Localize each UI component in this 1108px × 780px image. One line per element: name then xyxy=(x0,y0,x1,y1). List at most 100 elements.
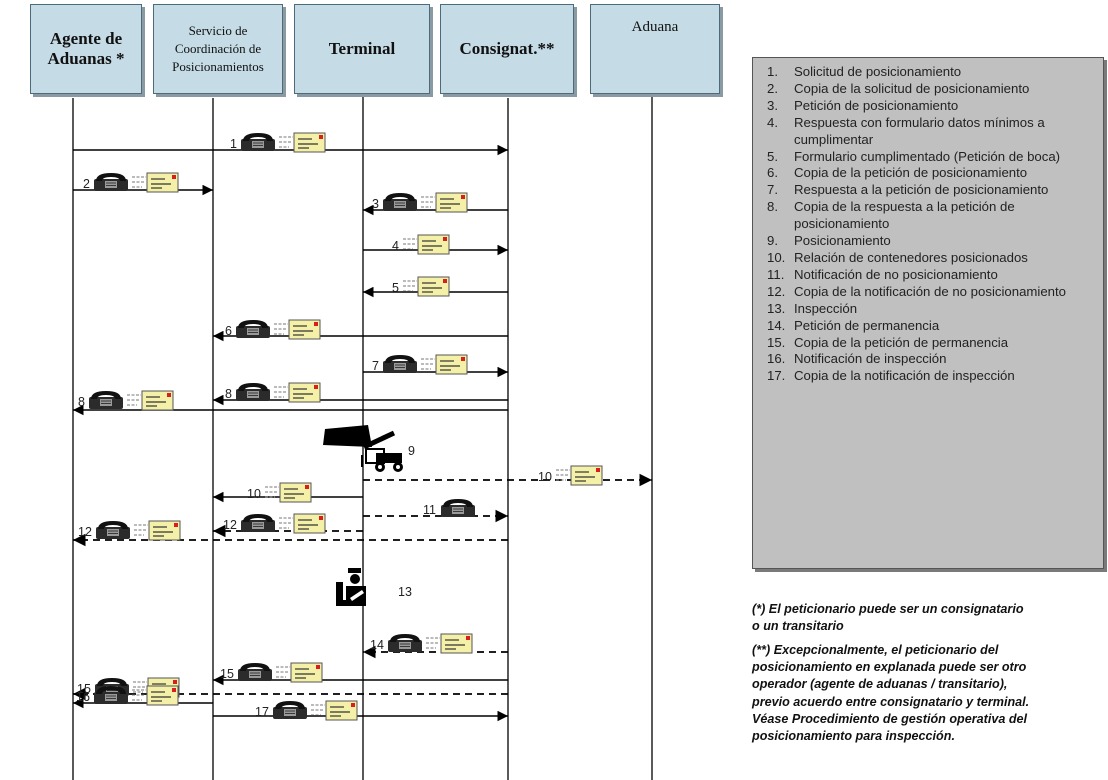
document-icon xyxy=(421,192,468,213)
legend-item: 9.Posicionamiento xyxy=(767,233,1103,250)
legend-item-text: Respuesta a la petición de posicionamien… xyxy=(794,182,1049,198)
legend-item-text: Copia de la notificación de no posiciona… xyxy=(794,283,1066,299)
inspection-icon xyxy=(336,568,366,606)
legend-item-number: 15. xyxy=(767,334,786,350)
legend-item-number: 9. xyxy=(767,233,778,249)
legend-item-text: Copia de la solicitud de posicionamiento xyxy=(794,80,1030,96)
step-number: 16 xyxy=(76,690,90,704)
document-icon xyxy=(556,465,603,486)
step-number: 8 xyxy=(78,395,85,409)
legend-item: 1. Solicitud de posicionamiento xyxy=(767,64,1103,81)
legend-item-text: Copia de la respuesta a la petición de p… xyxy=(794,199,1015,232)
legend-item-text: Petición de permanencia xyxy=(794,317,940,333)
legend-item-number: 13. xyxy=(767,300,786,316)
legend-item: 8.Copia de la respuesta a la petición de… xyxy=(767,199,1103,233)
document-icon xyxy=(403,276,450,297)
step-number: 5 xyxy=(392,281,399,295)
document-icon xyxy=(279,132,326,153)
step-number: 12 xyxy=(223,518,237,532)
legend-list: 1. Solicitud de posicionamiento 2.Copia de… xyxy=(767,64,1103,385)
telephone-icon xyxy=(383,355,417,373)
legend-item: 4.Respuesta con formulario datos mínimos… xyxy=(767,115,1103,149)
legend-item-number: 6. xyxy=(767,165,778,181)
note-1-text: (*) El peticionario puede ser un consign… xyxy=(752,602,1024,634)
step-number: 7 xyxy=(372,359,379,373)
telephone-icon xyxy=(236,320,270,338)
step-number: 14 xyxy=(370,638,384,652)
legend-item-number: 5. xyxy=(767,148,778,164)
legend-item: 15.Copia de la petición de permanencia xyxy=(767,335,1103,352)
legend-item-text: Inspección xyxy=(794,300,858,316)
step-number: 3 xyxy=(372,197,379,211)
step-number: 15 xyxy=(77,682,91,696)
step-number: 17 xyxy=(255,705,269,719)
step-number: 15 xyxy=(220,667,234,681)
step-number: 8 xyxy=(225,387,232,401)
legend-item-text: Petición de posicionamiento xyxy=(794,97,959,113)
document-icon xyxy=(426,633,473,654)
legend-item: 10. Relación de contenedores posicionados xyxy=(767,250,1103,267)
step-number: 1 xyxy=(230,137,237,151)
telephone-icon xyxy=(238,663,272,681)
legend-item: 3.Petición de posicionamiento xyxy=(767,98,1103,115)
telephone-icon xyxy=(441,499,475,517)
telephone-icon xyxy=(94,173,128,191)
legend-item: 7. Respuesta a la petición de posicionami… xyxy=(767,182,1103,199)
document-icon xyxy=(421,354,468,375)
telephone-icon xyxy=(96,521,130,539)
header-aduana-label: Aduana xyxy=(631,18,679,35)
legend-item-text: Solicitud de posicionamiento xyxy=(794,64,962,79)
legend-item-text: Copia de la notificación de inspección xyxy=(794,368,1015,384)
header-consignat: Consignat.** xyxy=(440,4,574,94)
legend-box: 1. Solicitud de posicionamiento 2.Copia de… xyxy=(752,57,1104,569)
document-icon xyxy=(311,700,358,721)
forklift-icon xyxy=(323,425,403,472)
legend-item: 11. Notificación de no posicionamiento xyxy=(767,267,1103,284)
header-servicio: Servicio de Coordinación de Posicionamie… xyxy=(153,4,283,94)
note-1: (*) El peticionario puede ser un consign… xyxy=(752,601,1024,635)
legend-item-number: 16. xyxy=(767,351,786,367)
header-agente-label: Agente de Aduanas * xyxy=(47,29,125,68)
document-icon xyxy=(279,513,326,534)
step-number: 10 xyxy=(247,487,261,501)
document-icon xyxy=(403,234,450,255)
step-number: 2 xyxy=(83,177,90,191)
telephone-icon xyxy=(273,701,307,719)
header-agente: Agente de Aduanas * xyxy=(30,4,142,94)
legend-item: 14. Petición de permanencia xyxy=(767,318,1103,335)
step-number: 4 xyxy=(392,239,399,253)
telephone-icon xyxy=(236,383,270,401)
document-icon xyxy=(127,390,174,411)
header-consignat-label: Consignat.** xyxy=(459,39,555,58)
note-2: (**) Excepcionalmente, el peticionario d… xyxy=(752,642,1029,745)
legend-item: 2.Copia de la solicitud de posicionamien… xyxy=(767,81,1103,98)
legend-item: 6. Copia de la petición de posicionamient… xyxy=(767,165,1103,182)
step-number: 6 xyxy=(225,324,232,338)
telephone-icon xyxy=(383,193,417,211)
telephone-icon xyxy=(241,133,275,151)
step-number: 11 xyxy=(423,503,436,517)
step-number: 13 xyxy=(398,585,412,599)
legend-item-text: Copia de la petición de posicionamiento xyxy=(794,165,1028,181)
legend-item-number: 14. xyxy=(767,317,786,333)
legend-item-text: Notificación de inspección xyxy=(794,351,947,367)
document-icon xyxy=(134,520,181,541)
legend-item-text: Respuesta con formulario datos mínimos a… xyxy=(794,114,1045,147)
legend-item-number: 1. xyxy=(767,64,778,79)
document-icon xyxy=(265,482,312,503)
step-number: 9 xyxy=(408,444,415,458)
telephone-icon xyxy=(89,391,123,409)
legend-item-number: 11. xyxy=(767,266,785,282)
note-2-text: (**) Excepcionalmente, el peticionario d… xyxy=(752,643,1030,744)
document-icon xyxy=(274,319,321,340)
telephone-icon xyxy=(241,514,275,532)
header-servicio-label: Servicio de Coordinación de Posicionamie… xyxy=(172,23,264,74)
legend-item-number: 7. xyxy=(767,182,778,198)
legend-item: 5.Formulario cumplimentado (Petición de … xyxy=(767,149,1103,166)
legend-item-number: 10. xyxy=(767,249,786,265)
header-terminal-label: Terminal xyxy=(328,39,396,58)
legend-item: 12.Copia de la notificación de no posici… xyxy=(767,284,1103,301)
legend-item-text: Notificación de no posicionamiento xyxy=(794,266,998,282)
legend-item-text: Relación de contenedores posicionados xyxy=(794,249,1028,265)
